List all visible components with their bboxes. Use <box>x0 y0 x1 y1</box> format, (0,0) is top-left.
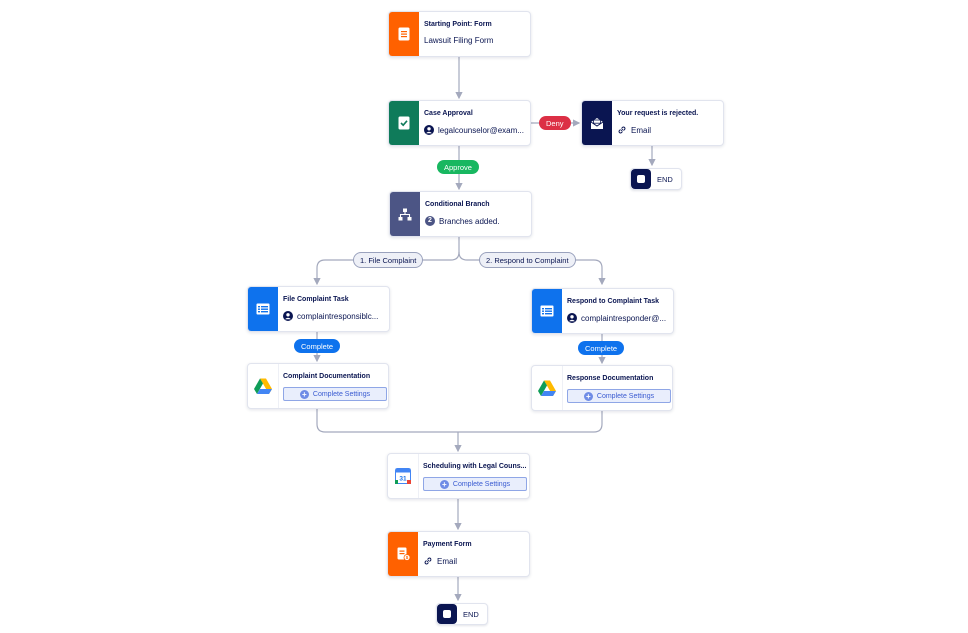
form-icon <box>389 12 419 56</box>
plus-icon: + <box>299 389 309 399</box>
complete-settings-button[interactable]: +Complete Settings <box>423 477 527 491</box>
task-icon <box>532 289 562 333</box>
complete-settings-label: Complete Settings <box>312 390 371 398</box>
plus-icon: + <box>583 391 593 401</box>
node-title: Complaint Documentation <box>283 373 371 380</box>
approve-label: Approve <box>437 160 479 174</box>
google-drive-icon <box>248 364 279 408</box>
deny-label: Deny <box>539 116 571 130</box>
branch-icon <box>390 192 420 236</box>
payment-form-icon: $ <box>388 532 418 576</box>
email-envelope-icon <box>582 101 612 145</box>
conditional-branch-node[interactable]: Conditional Branch 2 Branches added. <box>389 191 532 237</box>
end-node-top[interactable]: END <box>630 168 682 190</box>
node-title: Conditional Branch <box>425 201 490 208</box>
assignee-email: complaintresponsiblc... <box>297 311 379 321</box>
end-label: END <box>657 174 673 184</box>
approval-icon <box>389 101 419 145</box>
complete-label-right: Complete <box>578 341 625 355</box>
payment-form-node[interactable]: $ Payment Form Email <box>387 531 530 577</box>
case-approval-node[interactable]: Case Approval legalcounselor@exam... <box>388 100 531 146</box>
complete-label-left: Complete <box>294 339 341 353</box>
connector-complaintdoc-merge <box>316 407 603 433</box>
end-node-bottom[interactable]: END <box>436 603 488 625</box>
branch-count-badge: 2 <box>425 216 435 226</box>
complete-settings-button[interactable]: +Complete Settings <box>283 387 387 401</box>
branch-status: Branches added. <box>439 216 500 226</box>
response-documentation-node[interactable]: Response Documentation +Complete Setting… <box>531 365 673 411</box>
node-title: Payment Form <box>423 541 472 548</box>
action-type: Email <box>437 556 458 566</box>
user-icon <box>424 125 434 135</box>
branch-label-file-complaint[interactable]: 1. File Complaint <box>353 252 424 268</box>
rejection-email-node[interactable]: Your request is rejected. Email <box>581 100 724 146</box>
task-icon <box>248 287 278 331</box>
assignee-email: legalcounselor@exam... <box>438 125 524 135</box>
end-label: END <box>463 609 479 619</box>
complete-settings-label: Complete Settings <box>452 480 511 488</box>
start-form-node[interactable]: Starting Point: Form Lawsuit Filing Form <box>388 11 531 57</box>
link-icon <box>424 557 432 565</box>
node-title: File Complaint Task <box>283 296 349 303</box>
stop-icon <box>437 604 457 624</box>
connector-branch-right <box>458 251 606 286</box>
node-title: Scheduling with Legal Couns... <box>423 463 527 470</box>
plus-icon: + <box>439 479 449 489</box>
complaint-documentation-node[interactable]: Complaint Documentation +Complete Settin… <box>247 363 389 409</box>
scheduling-node[interactable]: 31 Scheduling with Legal Couns... +Compl… <box>387 453 530 499</box>
node-title: Respond to Complaint Task <box>567 298 660 305</box>
stop-icon <box>631 169 651 189</box>
calendar-day: 31 <box>399 476 407 483</box>
google-calendar-icon: 31 <box>388 454 419 498</box>
respond-complaint-task-node[interactable]: Respond to Complaint Task complaintrespo… <box>531 288 674 334</box>
node-subtitle: Lawsuit Filing Form <box>424 36 494 45</box>
complete-settings-button[interactable]: +Complete Settings <box>567 389 671 403</box>
svg-text:$: $ <box>405 555 408 560</box>
node-title: Your request is rejected. <box>617 110 699 117</box>
branch-label-respond-complaint[interactable]: 2. Respond to Complaint <box>479 252 576 268</box>
user-icon <box>283 311 293 321</box>
complete-settings-label: Complete Settings <box>596 392 655 400</box>
node-title: Response Documentation <box>567 375 654 382</box>
google-drive-icon <box>532 366 563 410</box>
link-icon <box>618 126 626 134</box>
user-icon <box>567 313 577 323</box>
action-type: Email <box>631 125 652 135</box>
file-complaint-task-node[interactable]: File Complaint Task complaintresponsiblc… <box>247 286 390 332</box>
assignee-email: complaintresponder@... <box>581 313 667 323</box>
node-title: Case Approval <box>424 110 473 117</box>
node-title: Starting Point: Form <box>424 21 492 28</box>
